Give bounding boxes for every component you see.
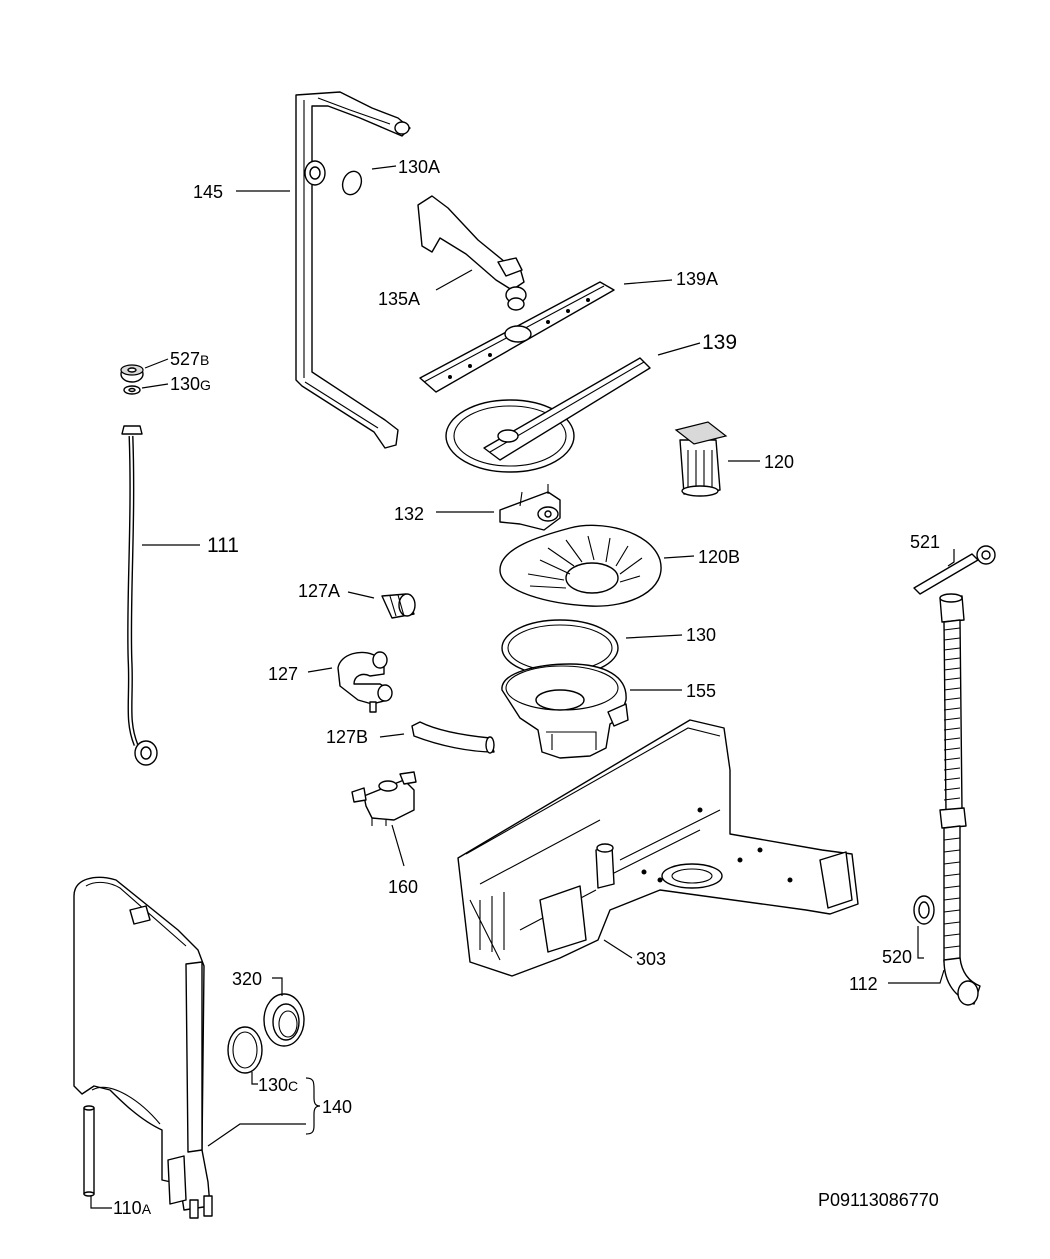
- drawing-number: P09113086770: [818, 1190, 939, 1210]
- label-110A: 110A: [113, 1198, 152, 1218]
- part-145-supply-pipe: [295, 91, 411, 449]
- part-320-seal: [263, 993, 305, 1047]
- label-130A: 130A: [398, 157, 440, 177]
- label-139A: 139A: [676, 269, 718, 289]
- label-112: 112: [849, 974, 878, 994]
- label-120B: 120B: [698, 547, 740, 567]
- label-155: 155: [686, 681, 716, 701]
- part-139-lower-spray-arm: [445, 357, 651, 473]
- part-120B-filter-plate: [499, 524, 662, 607]
- part-155-sump: [501, 663, 629, 759]
- part-140-water-softener: [73, 876, 213, 1219]
- label-127B: 127B: [326, 727, 368, 747]
- part-130A-o-ring: [341, 170, 363, 196]
- part-127-connector: [337, 651, 393, 713]
- part-303-base-tray: [457, 719, 859, 977]
- part-111-inlet-hose: [121, 425, 158, 766]
- part-135A-arm-support: [417, 195, 527, 311]
- label-130: 130: [686, 625, 716, 645]
- part-139A-upper-spray-arm: [419, 281, 615, 393]
- label-145: 145: [193, 182, 223, 202]
- part-130C-seal: [227, 1026, 263, 1074]
- part-120-filter: [674, 421, 728, 497]
- label-132: 132: [394, 504, 424, 524]
- part-127A-sleeve: [381, 593, 416, 619]
- part-132-diverter: [499, 484, 561, 531]
- label-160: 160: [388, 877, 418, 897]
- label-120: 120: [764, 452, 794, 472]
- label-130C: 130C: [258, 1075, 298, 1095]
- label-303: 303: [636, 949, 666, 969]
- part-130-sump-seal: [501, 619, 619, 677]
- part-130G-washer: [123, 385, 141, 395]
- part-520-hose-bracket: [913, 895, 935, 925]
- label-521: 521: [910, 532, 940, 552]
- label-130G: 130G: [170, 374, 211, 394]
- label-139: 139: [702, 331, 737, 354]
- label-527B: 527B: [170, 349, 209, 369]
- label-140: 140: [322, 1097, 352, 1117]
- part-160-pressure-switch: [351, 771, 417, 826]
- label-520: 520: [882, 947, 912, 967]
- label-127A: 127A: [298, 581, 340, 601]
- part-112-drain-hose: [939, 593, 981, 1006]
- label-127: 127: [268, 664, 298, 684]
- part-521-clip: [913, 545, 996, 595]
- part-527B-nut: [120, 364, 144, 383]
- part-110A-tube: [83, 1105, 95, 1197]
- part-127B-hose: [411, 721, 495, 754]
- label-320: 320: [232, 969, 262, 989]
- label-135A: 135A: [378, 289, 420, 309]
- label-111: 111: [207, 534, 239, 557]
